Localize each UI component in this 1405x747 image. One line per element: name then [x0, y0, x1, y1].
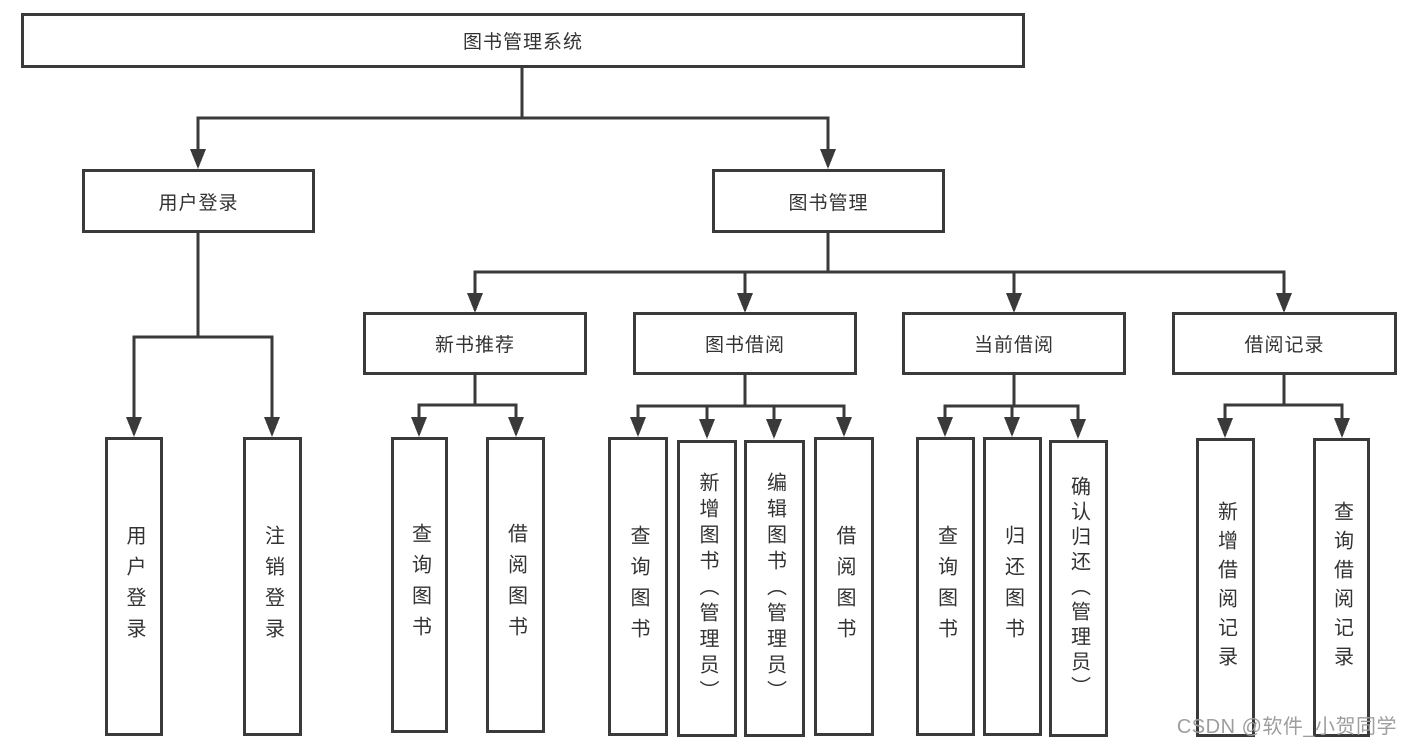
node-cb-confirm-return: 确认归还（管理员） [1049, 440, 1108, 737]
node-root: 图书管理系统 [21, 13, 1025, 68]
node-bb-borrow-books-label: 借阅图书 [833, 524, 855, 649]
node-book-borrowing-label: 图书借阅 [704, 335, 785, 356]
node-bb-edit-books-label: 编辑图书（管理员） [763, 471, 786, 706]
node-br-add-record: 新增借阅记录 [1196, 438, 1255, 737]
arrow-down-icon [836, 417, 852, 437]
arrow-down-icon [264, 417, 280, 437]
node-logout-login-label: 注销登录 [261, 524, 284, 649]
node-cb-query-books-label: 查询图书 [934, 524, 957, 649]
node-new-book-recommend: 新书推荐 [363, 312, 587, 375]
node-borrowing-records: 借阅记录 [1172, 312, 1397, 375]
node-current-borrowing: 当前借阅 [902, 312, 1126, 375]
node-bb-query-books-label: 查询图书 [627, 524, 649, 649]
node-cb-confirm-return-label: 确认归还（管理员） [1067, 476, 1090, 701]
node-borrowing-records-label: 借阅记录 [1244, 335, 1325, 356]
arrow-down-icon [1334, 418, 1350, 438]
node-nb-borrow-books-label: 借阅图书 [504, 523, 527, 647]
node-br-add-record-label: 新增借阅记录 [1214, 500, 1237, 675]
node-new-book-recommend-label: 新书推荐 [434, 335, 515, 356]
node-root-label: 图书管理系统 [462, 32, 583, 53]
arrow-down-icon [1070, 419, 1086, 439]
node-current-borrowing-label: 当前借阅 [973, 335, 1054, 356]
node-user-login-group: 用户登录 [82, 169, 315, 233]
node-book-management-label: 图书管理 [788, 192, 869, 214]
node-nb-query-books-label: 查询图书 [408, 523, 431, 647]
node-user-login-group-label: 用户登录 [158, 192, 239, 214]
node-cb-return-books: 归还图书 [983, 437, 1042, 736]
arrow-down-icon [126, 417, 142, 437]
node-bb-edit-books: 编辑图书（管理员） [744, 440, 805, 737]
node-user-login: 用户登录 [105, 437, 163, 736]
node-book-borrowing: 图书借阅 [633, 312, 857, 375]
node-cb-query-books: 查询图书 [916, 437, 975, 736]
arrow-down-icon [737, 293, 753, 313]
arrow-down-icon [630, 417, 646, 437]
node-logout-login: 注销登录 [243, 437, 302, 736]
node-bb-borrow-books: 借阅图书 [814, 437, 874, 736]
arrow-down-icon [699, 419, 715, 439]
arrow-down-icon [1004, 417, 1020, 437]
arrow-down-icon [411, 417, 427, 437]
node-br-query-record: 查询借阅记录 [1313, 438, 1370, 737]
node-bb-add-books: 新增图书（管理员） [677, 440, 737, 737]
arrow-down-icon [937, 417, 953, 437]
node-cb-return-books-label: 归还图书 [1001, 524, 1024, 649]
node-bb-query-books: 查询图书 [608, 437, 668, 736]
arrow-down-icon [766, 419, 782, 439]
csdn-watermark: CSDN @软件_小贺同学 [1176, 716, 1397, 738]
node-nb-borrow-books: 借阅图书 [486, 437, 545, 733]
node-br-query-record-label: 查询借阅记录 [1330, 500, 1353, 675]
arrow-down-icon [190, 149, 206, 169]
node-nb-query-books: 查询图书 [391, 437, 448, 733]
node-bb-add-books-label: 新增图书（管理员） [696, 471, 718, 706]
arrow-down-icon [508, 417, 524, 437]
arrow-down-icon [1217, 418, 1233, 438]
node-book-management: 图书管理 [712, 169, 945, 233]
arrow-down-icon [467, 293, 483, 313]
node-user-login-label: 用户登录 [123, 524, 145, 649]
arrow-down-icon [1276, 293, 1292, 313]
arrow-down-icon [1006, 293, 1022, 313]
arrow-down-icon [820, 149, 836, 169]
